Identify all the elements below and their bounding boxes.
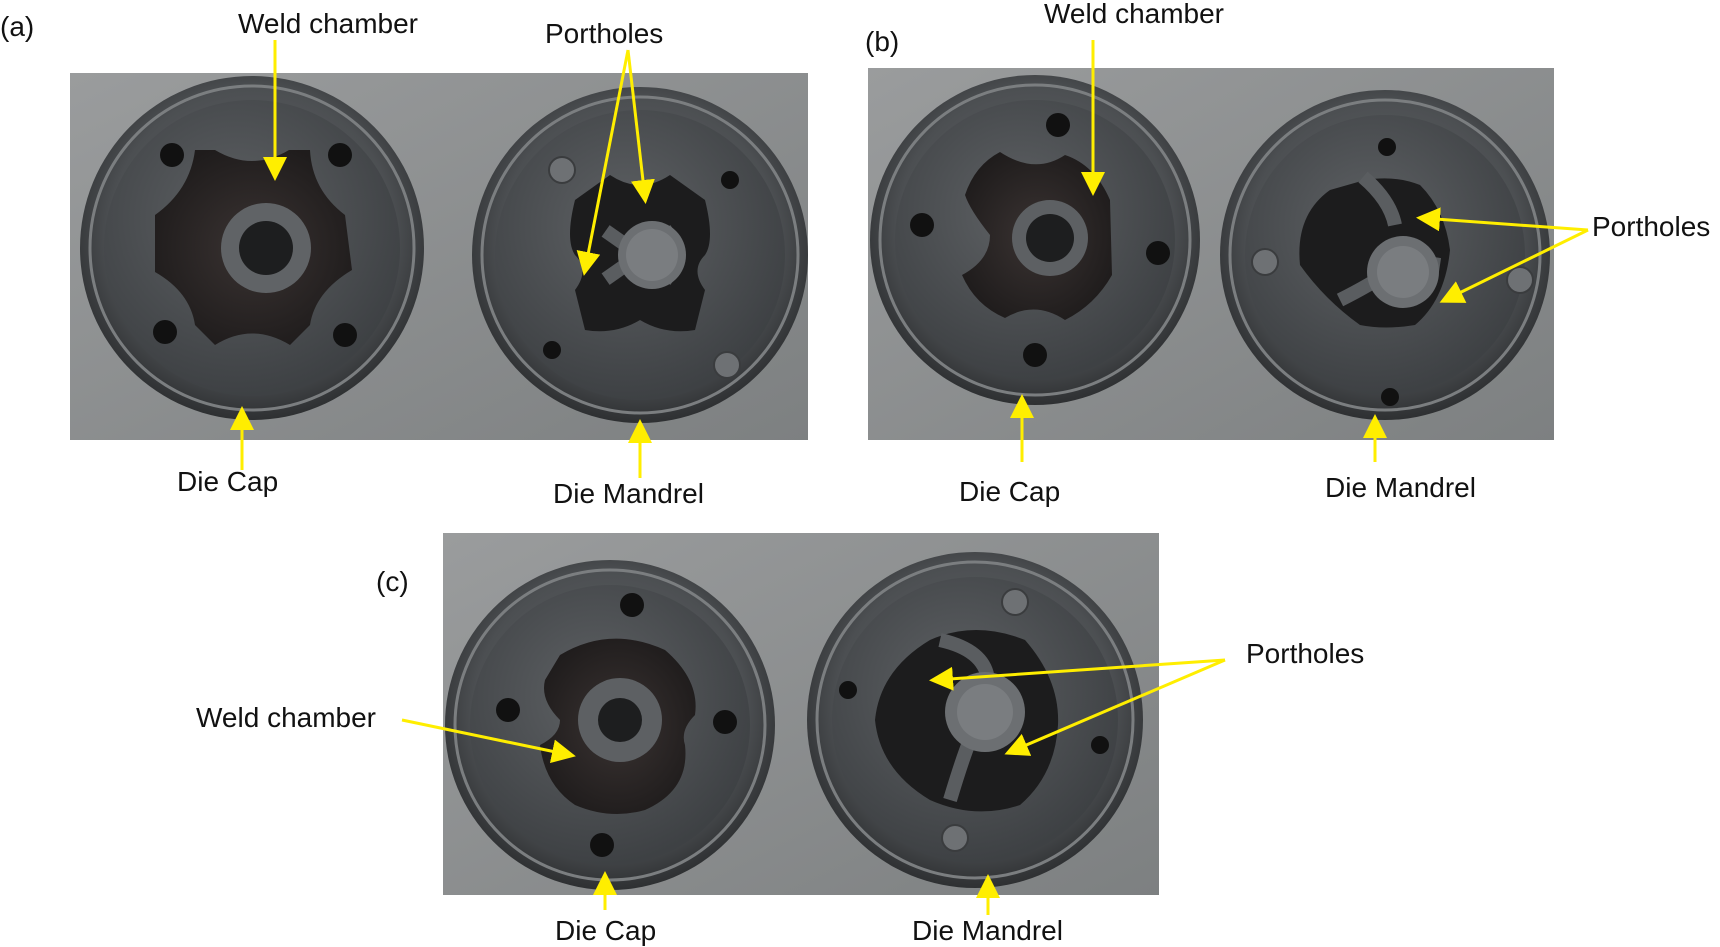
panel-b: (b) Weld chamber Portholes Die Cap Die M… [865,0,1710,507]
arrow-portholes-a-1 [626,49,655,204]
die-mandrel-c [807,552,1143,888]
arrows-a [230,40,655,478]
panel-label-a: (a) [0,11,34,42]
arrows-b [1010,40,1589,462]
label-portholes-b: Portholes [1592,211,1710,242]
die-cap-a [80,76,424,420]
panel-c: (c) Weld chamber Portholes Die Cap Die M… [196,533,1364,946]
arrows-c [401,658,1226,915]
panel-label-c: (c) [376,566,409,597]
die-cap-c [445,560,775,890]
panel-label-b: (b) [865,26,899,57]
die-mandrel-a [472,87,808,423]
label-die-cap-c: Die Cap [555,915,656,946]
label-die-mandrel-a: Die Mandrel [553,478,704,509]
label-die-mandrel-c: Die Mandrel [912,915,1063,946]
arrow-portholes-c-1 [929,658,1226,691]
die-mandrel-b [1220,90,1550,420]
label-weld-chamber-c: Weld chamber [196,702,376,733]
label-die-cap-a: Die Cap [177,466,278,497]
arrow-portholes-b-2 [1439,228,1589,303]
label-portholes-c: Portholes [1246,638,1364,669]
arrow-portholes-a-2 [576,49,630,276]
label-portholes-a: Portholes [545,18,663,49]
label-weld-chamber-b: Weld chamber [1044,0,1224,29]
arrow-weld-chamber-c [401,718,576,764]
label-die-cap-b: Die Cap [959,476,1060,507]
panel-a: (a) Weld chamber Portholes Die Cap Die M… [0,8,808,509]
label-weld-chamber-a: Weld chamber [238,8,418,39]
arrow-portholes-c-2 [1004,658,1226,756]
label-die-mandrel-b: Die Mandrel [1325,472,1476,503]
arrow-portholes-b-1 [1416,207,1589,232]
die-cap-b [870,75,1200,405]
